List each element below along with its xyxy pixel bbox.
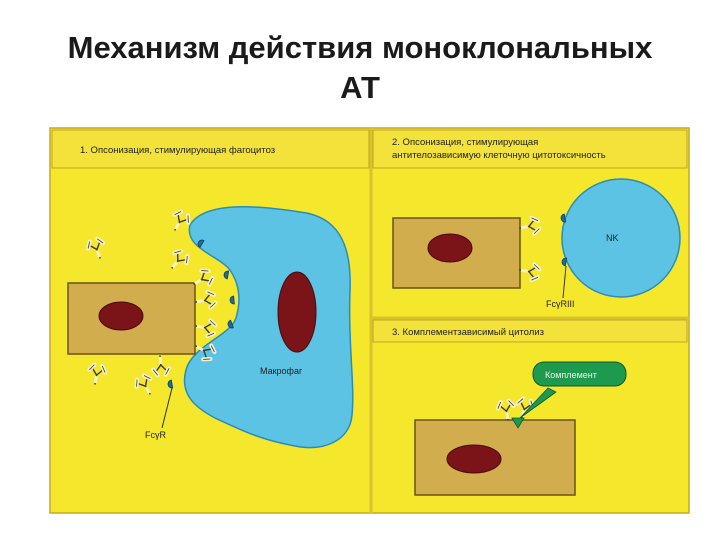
fcgriii-label: FcγRIII [546, 299, 575, 309]
slide-title-line-1: Механизм действия моноклональных [67, 30, 653, 65]
panel-3-title: 3. Комплементзависимый цитолиз [392, 327, 544, 338]
panel-1-title: 1. Опсонизация, стимулирующая фагоцитоз [80, 145, 275, 156]
macrophage-nucleus [277, 271, 317, 353]
panel-3-title-bar [372, 319, 688, 343]
fcgr-pointer [161, 387, 173, 429]
panel-3-target-cell [414, 419, 576, 496]
nk-label: NK [606, 233, 619, 243]
nk-cell [561, 178, 681, 298]
fcgriii-pointer [562, 265, 567, 299]
macrophage [183, 205, 354, 449]
macrophage-label: Макрофаг [260, 366, 303, 376]
complement-attack-point [511, 417, 525, 429]
slide-title: Механизм действия моноклональных АТ [0, 28, 720, 108]
complement-label: Комплемент [545, 370, 597, 380]
fcgr-label: FcγR [145, 430, 166, 440]
panel-2-target-cell-nucleus [427, 233, 473, 263]
panel-1-title-bar [51, 129, 370, 169]
complement-callout-pointer [519, 387, 557, 419]
panel-1-target-cell-nucleus [98, 301, 144, 331]
complement-callout [532, 361, 627, 387]
panel-2-title-line-2: антителозависимую клеточную цитотоксично… [392, 150, 606, 161]
slide-title-line-2: АТ [340, 70, 380, 105]
panel-3-target-cell-nucleus [446, 444, 502, 474]
panel-2-title-bar [372, 129, 688, 169]
panel-2-title-line-1: 2. Опсонизация, стимулирующая [392, 137, 538, 148]
